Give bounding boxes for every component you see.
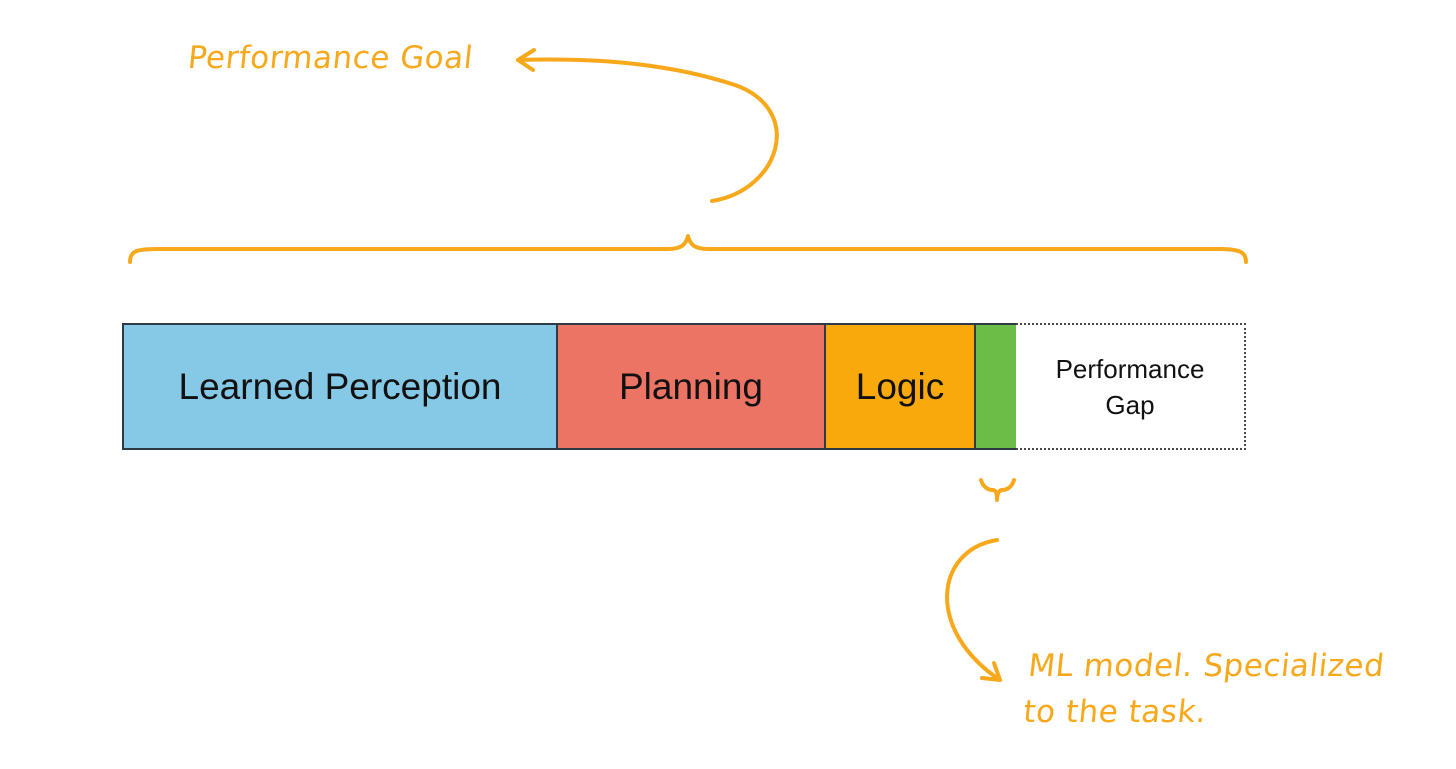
segment-logic: Logic <box>824 323 976 450</box>
goal-arrowhead <box>516 48 536 72</box>
gap-label-line2: Gap <box>1105 389 1155 420</box>
segment-ml-model <box>974 323 1018 450</box>
ml-label-line1: ML model. Specialized <box>1026 648 1387 684</box>
segment-label: Logic <box>855 365 945 407</box>
segment-label: Performance Gap <box>1056 351 1205 423</box>
ml-arrowhead <box>980 661 1002 682</box>
gap-label-line1: Performance <box>1055 353 1205 384</box>
ml-model-label: ML model. Specialized to the task. <box>1021 643 1387 735</box>
performance-goal-label: Performance Goal <box>186 40 475 76</box>
ml-label-line2: to the task. <box>1021 694 1209 730</box>
segment-label: Learned Perception <box>178 365 502 407</box>
segment-planning: Planning <box>556 323 826 450</box>
ml-arrow <box>945 538 1002 682</box>
goal-arrow <box>516 57 779 203</box>
goal-brace <box>128 234 1248 264</box>
segment-performance-gap: Performance Gap <box>1016 323 1246 450</box>
segment-learned-perception: Learned Perception <box>122 323 558 450</box>
ml-brace <box>979 478 1016 502</box>
segment-label: Planning <box>618 365 763 407</box>
